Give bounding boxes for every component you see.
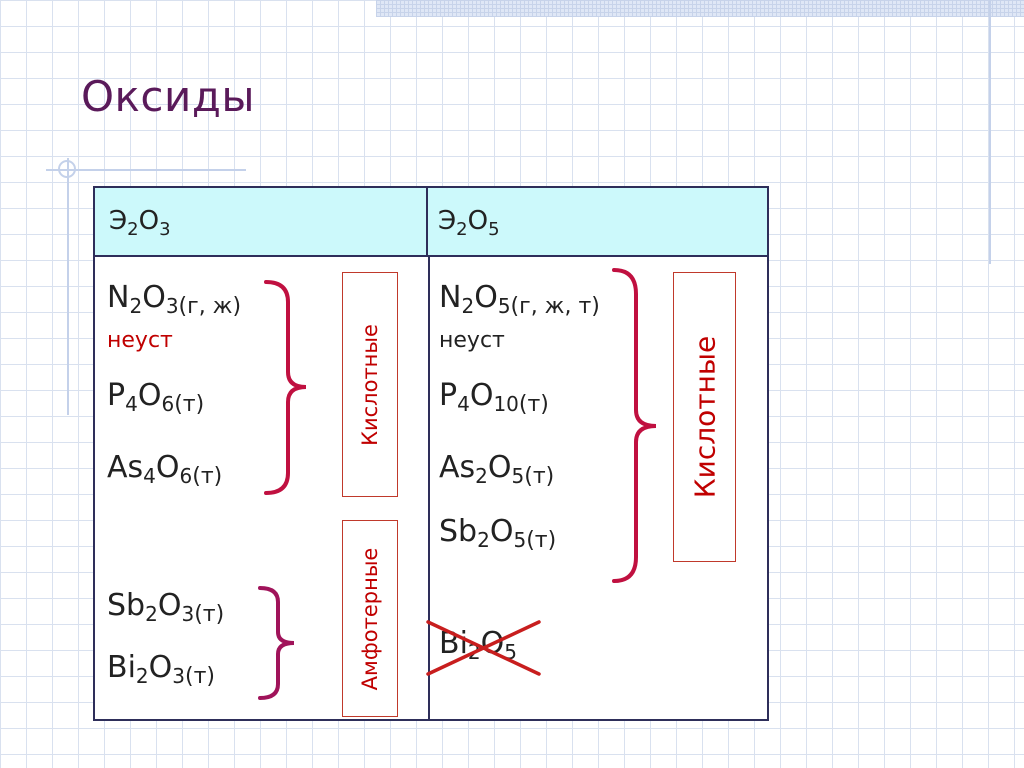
formula-bi2o3: Bi2O3(т) xyxy=(107,650,215,689)
label-acidic-right: Кислотные xyxy=(688,335,721,499)
header-formula-e2o3: Э2O3 xyxy=(109,206,171,240)
brace-acidic-left xyxy=(264,280,307,495)
label-box-acidic-left: Кислотные xyxy=(342,272,398,497)
brace-amphoteric xyxy=(258,586,295,700)
decor-line-left xyxy=(67,158,69,415)
decor-line-right xyxy=(989,0,991,264)
formula-p4o10: P4O10(т) xyxy=(439,378,549,417)
top-decor-band xyxy=(376,0,1024,17)
label-acidic-left: Кислотные xyxy=(358,323,382,446)
label-amphoteric: Амфотерные xyxy=(358,547,382,690)
header-cell-e2o3: Э2O3 xyxy=(95,188,428,257)
formula-as4o6: As4O6(т) xyxy=(107,450,223,489)
note-unstable-left: неуст xyxy=(107,328,173,353)
column-divider xyxy=(428,257,430,719)
formula-n2o5: N2O5(г, ж, т) xyxy=(439,280,600,319)
label-box-amphoteric: Амфотерные xyxy=(342,520,398,717)
formula-n2o3: N2O3(г, ж) xyxy=(107,280,242,319)
slide-title: Оксиды xyxy=(81,72,256,121)
formula-sb2o5: Sb2O5(т) xyxy=(439,514,557,553)
brace-acidic-right xyxy=(612,268,657,583)
note-unstable-right: неуст xyxy=(439,328,505,353)
formula-p4o6: P4O6(т) xyxy=(107,378,205,417)
formula-sb2o3: Sb2O3(т) xyxy=(107,588,225,627)
formula-as2o5: As2O5(т) xyxy=(439,450,555,489)
oxides-table: Э2O3 Э2O5 N2O3(г, ж) неуст P4O6(т) As4O6… xyxy=(93,186,769,721)
header-formula-e2o5: Э2O5 xyxy=(438,206,500,240)
header-cell-e2o5: Э2O5 xyxy=(428,188,767,257)
decor-circle xyxy=(58,160,76,178)
cross-out-bi2o5 xyxy=(426,620,541,676)
decor-line-top xyxy=(46,169,246,171)
label-box-acidic-right: Кислотные xyxy=(673,272,736,562)
